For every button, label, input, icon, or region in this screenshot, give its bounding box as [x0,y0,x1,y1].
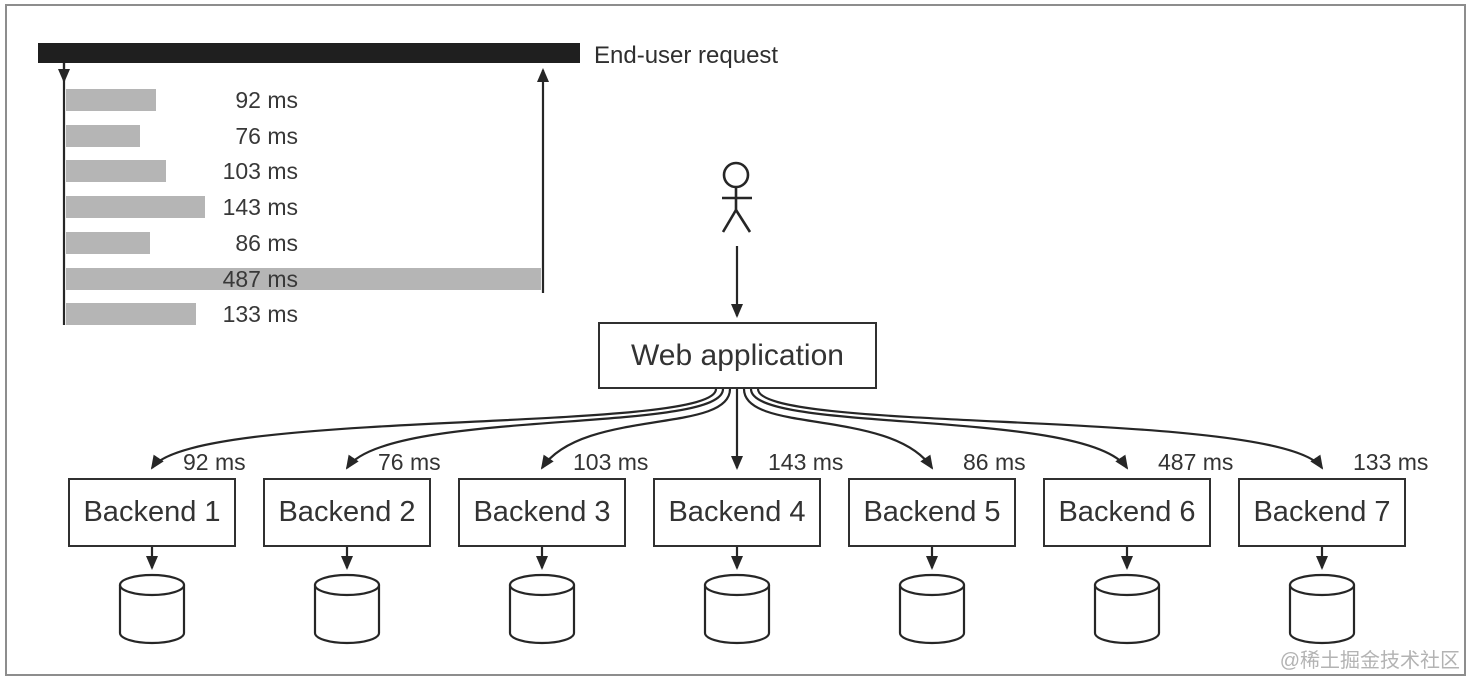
latency-bar-label: 133 ms [222,301,298,327]
database-cylinder-top [1093,573,1161,597]
latency-bar-label: 76 ms [235,123,298,149]
database-cylinder-icon [703,585,771,645]
backend-label: Backend 3 [473,496,611,528]
database-cylinder-top [1288,573,1356,597]
backend-label: Backend 5 [863,496,1001,528]
database-cylinder-top [118,573,186,597]
watermark: @稀土掘金技术社区 [1279,650,1460,672]
end-user-request-bar [38,43,580,63]
backend-6-latency-label: 487 ms [1158,449,1234,475]
backend-7-latency-label: 133 ms [1353,449,1429,475]
webapp-to-backend-7-arrow [756,388,1324,470]
latency-bar [66,303,196,325]
backend-2-box: Backend 2 [263,478,431,547]
database-cylinder-top [508,573,576,597]
database-cylinder-icon [1093,585,1161,645]
backend-2-latency-label: 76 ms [378,449,441,475]
webapp-to-backend-2-arrow [345,388,725,470]
backend-3-box: Backend 3 [458,478,626,547]
backend-4-box: Backend 4 [653,478,821,547]
backend-label: Backend 7 [1253,496,1391,528]
latency-bar [66,268,541,290]
latency-bar [66,160,166,182]
backend-6-box: Backend 6 [1043,478,1211,547]
webapp-to-backend-1-arrow [150,388,718,470]
latency-bar-label: 143 ms [222,194,298,220]
user-icon [721,161,752,233]
backend-7-box: Backend 7 [1238,478,1406,547]
backend-label: Backend 6 [1058,496,1196,528]
end-user-request-label: End-user request [594,42,779,69]
latency-bar-label: 487 ms [222,266,298,292]
backend-label: Backend 1 [83,496,221,528]
backend-3-latency-label: 103 ms [573,449,649,475]
latency-bar [66,89,156,111]
database-cylinder-top [313,573,381,597]
backend-5-box: Backend 5 [848,478,1016,547]
latency-bar [66,196,205,218]
webapp-to-backend-5-arrow [742,388,934,470]
database-cylinder-icon [1288,585,1356,645]
webapp-to-backend-6-arrow [749,388,1129,470]
latency-bar [66,232,150,254]
database-cylinder-icon [313,585,381,645]
webapp-to-backend-3-arrow [540,388,732,470]
backend-5-latency-label: 86 ms [963,449,1026,475]
backend-1-latency-label: 92 ms [183,449,246,475]
web-application-label: Web application [631,338,844,372]
database-cylinder-top [898,573,966,597]
database-cylinder-icon [118,585,186,645]
backend-label: Backend 2 [278,496,416,528]
latency-bar-label: 86 ms [235,230,298,256]
backend-1-box: Backend 1 [68,478,236,547]
database-cylinder-icon [898,585,966,645]
latency-bar [66,125,140,147]
backend-4-latency-label: 143 ms [768,449,844,475]
database-cylinder-top [703,573,771,597]
backend-label: Backend 4 [668,496,806,528]
latency-bar-label: 92 ms [235,87,298,113]
web-application-box: Web application [598,322,877,389]
latency-bar-label: 103 ms [222,158,298,184]
database-cylinder-icon [508,585,576,645]
